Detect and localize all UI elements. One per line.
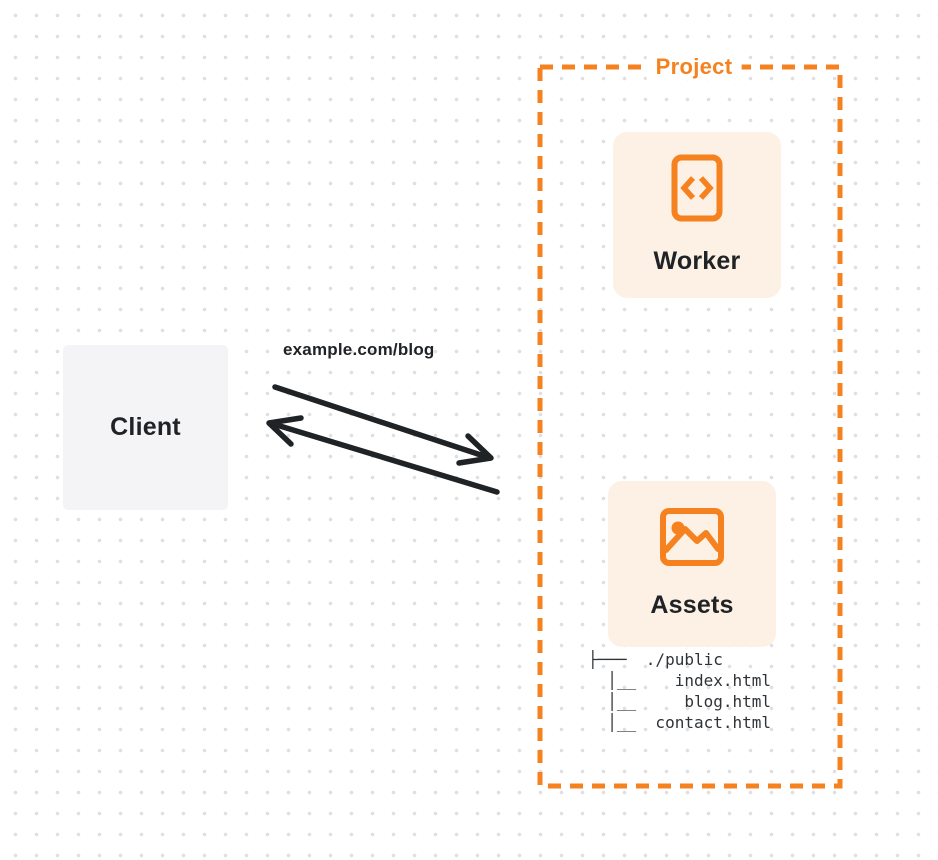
project-dashed-border <box>537 64 843 789</box>
response-arrow <box>266 415 500 495</box>
worker-label: Worker <box>653 247 741 275</box>
file-tree-line-contact: │__ contact.html <box>588 713 772 732</box>
worker-card: Worker <box>613 132 781 298</box>
client-label: Client <box>110 413 181 441</box>
project-label: Project <box>646 54 742 80</box>
request-arrow <box>272 384 494 466</box>
file-tree-line-public: ├─── ./public <box>588 650 723 669</box>
assets-label: Assets <box>650 591 734 619</box>
request-url-label: example.com/blog <box>283 340 435 359</box>
assets-card: Assets <box>608 481 776 647</box>
assets-file-tree: ├─── ./public │__ index.html │__ blog.ht… <box>588 649 771 733</box>
file-tree-line-index: │__ index.html <box>588 671 772 690</box>
client-node: Client <box>63 345 228 510</box>
image-icon <box>660 508 724 566</box>
file-tree-line-blog: │__ blog.html <box>588 692 772 711</box>
code-document-icon <box>671 154 723 222</box>
